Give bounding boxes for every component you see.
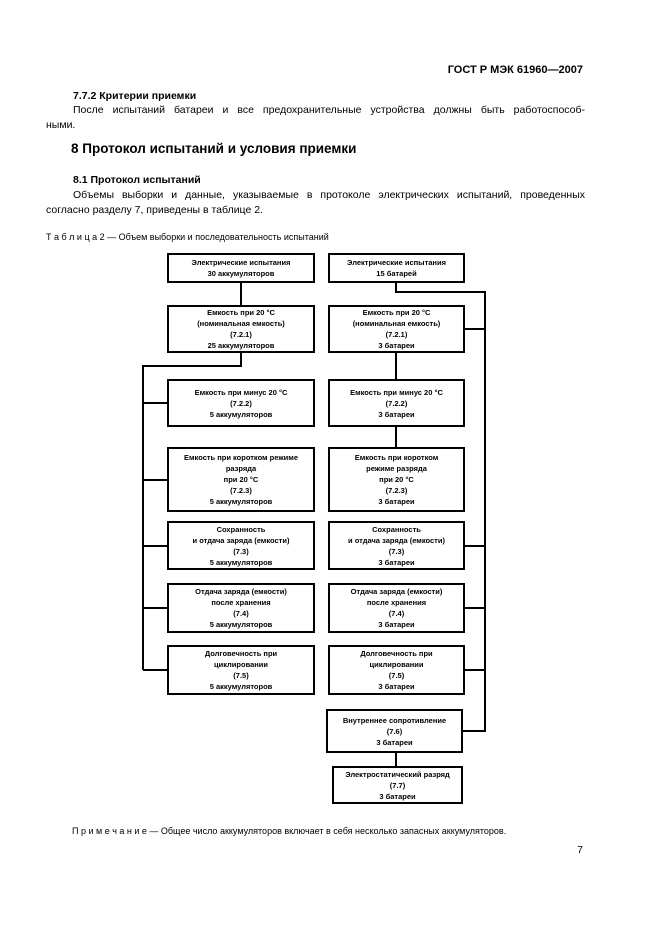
flowchart-box-batteries-capacity-20c: Емкость при 20 °С (номинальная емкость) … — [328, 305, 465, 353]
flowchart-box-cells-cycle-endurance: Долговечность при циклировании (7.5) 5 а… — [167, 645, 315, 695]
page-number: 7 — [577, 844, 583, 856]
section-7-7-2-heading: 7.7.2 Критерии приемки — [73, 90, 197, 102]
flowchart-box-batteries-charge-retention: Сохранность и отдача заряда (емкости) (7… — [328, 521, 465, 570]
paragraph-line: согласно разделу 7, приведены в таблице … — [46, 204, 263, 216]
paragraph-line: После испытаний батареи и все предохрани… — [73, 104, 585, 116]
flowchart-box-batteries-capacity-minus-20c: Емкость при минус 20 °С (7.2.2) 3 батаре… — [328, 379, 465, 427]
table-note: П р и м е ч а н и е — Общее число аккуму… — [72, 826, 507, 836]
flowchart-box-cells-capacity-20c: Емкость при 20 °С (номинальная емкость) … — [167, 305, 315, 353]
flowchart-box-batteries-recovery-after-storage: Отдача заряда (емкости) после хранения (… — [328, 583, 465, 633]
flowchart-box-batteries-electrical-tests: Электрические испытания 15 батарей — [328, 253, 465, 283]
connector-left-tree — [142, 283, 242, 671]
flowchart-box-cells-recovery-after-storage: Отдача заряда (емкости) после хранения (… — [167, 583, 315, 633]
flowchart-box-cells-electrical-tests: Электрические испытания 30 аккумуляторов — [167, 253, 315, 283]
flowchart-box-cells-charge-retention: Сохранность и отдача заряда (емкости) (7… — [167, 521, 315, 570]
section-8-1-paragraph: Объемы выборки и данные, указываемые в п… — [46, 188, 585, 218]
table-2-caption: Т а б л и ц а 2 — Объем выборки и послед… — [46, 232, 329, 242]
flowchart-box-cells-capacity-minus-20c: Емкость при минус 20 °С (7.2.2) 5 аккуму… — [167, 379, 315, 427]
section-8-heading: 8 Протокол испытаний и условия приемки — [71, 141, 357, 156]
paragraph-line: ными. — [46, 119, 76, 131]
flowchart-box-batteries-internal-resistance: Внутреннее сопротивление (7.6) 3 батареи — [326, 709, 463, 753]
section-8-1-heading: 8.1 Протокол испытаний — [73, 174, 201, 186]
flowchart-box-batteries-electrostatic-discharge: Электростатический разряд (7.7) 3 батаре… — [332, 766, 463, 804]
flowchart-box-batteries-high-rate-discharge: Емкость при коротком режиме разряда при … — [328, 447, 465, 512]
paragraph-line: Объемы выборки и данные, указываемые в п… — [73, 189, 585, 201]
flowchart-box-batteries-cycle-endurance: Долговечность при циклировании (7.5) 3 б… — [328, 645, 465, 695]
document-header: ГОСТ Р МЭК 61960—2007 — [447, 64, 583, 76]
section-7-7-2-paragraph: После испытаний батареи и все предохрани… — [46, 103, 585, 133]
connector-right-tree — [395, 283, 486, 766]
flowchart-box-cells-high-rate-discharge: Емкость при коротком режиме разряда при … — [167, 447, 315, 512]
